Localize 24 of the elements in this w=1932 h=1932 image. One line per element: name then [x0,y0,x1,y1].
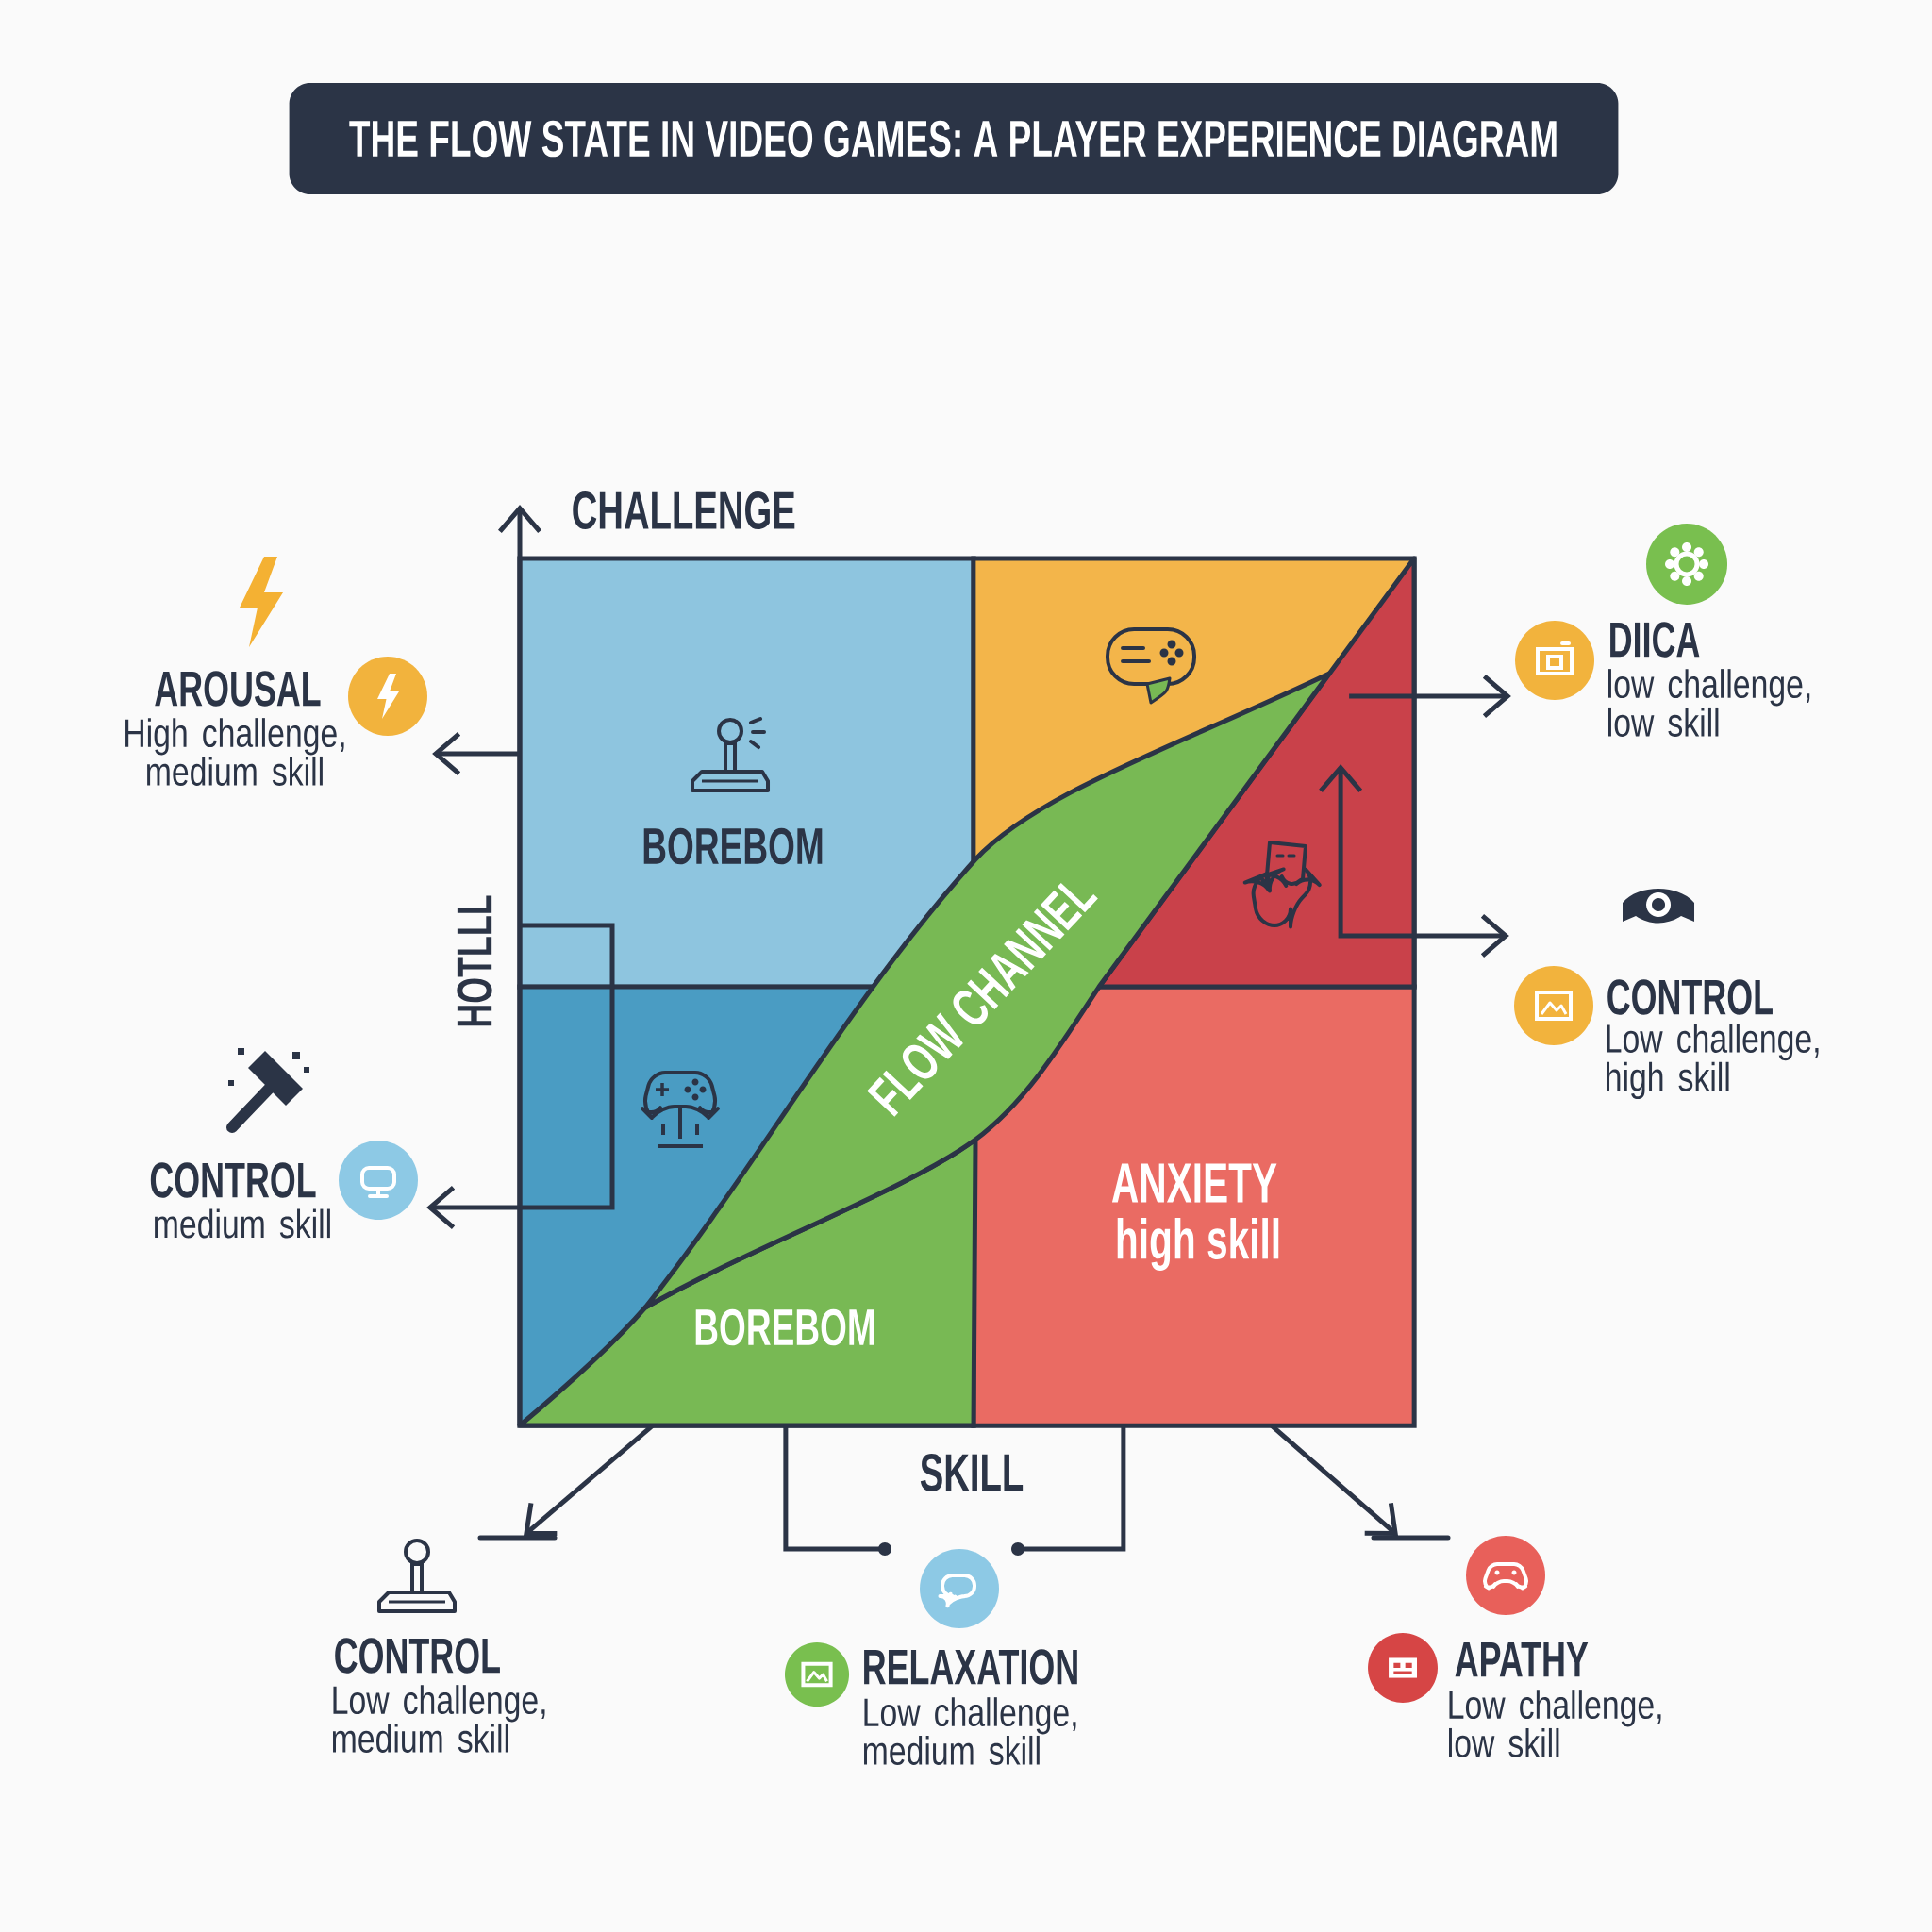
heading: CONTROL [150,1162,316,1198]
arrow [426,1186,520,1229]
description: Low challenge, medium skill [332,1685,545,1753]
heading: APATHY [1455,1641,1589,1677]
title-bar: THE FLOW STATE IN VIDEO GAMES: A PLAYER EXPERIENCE DIAGRAM [289,82,1619,195]
arrow [1349,675,1511,718]
heading: CONTROL [1607,979,1773,1015]
heading: DIICA [1610,622,1700,658]
description: low challenge, low skill [1608,669,1810,737]
description: Low challenge, low skill [1449,1690,1661,1757]
arrow [432,732,520,775]
axis-label: HOTLLL [457,895,492,1026]
heading: RELAXATION [864,1649,1077,1685]
description: Low challenge, high skill [1607,1024,1819,1100]
description: High challenge, medium skill [125,718,344,786]
heading: AROUSAL [155,671,321,707]
connector-line [783,1425,891,1556]
description: Low challenge, medium skill [864,1697,1076,1765]
heading: CONTROL [335,1638,500,1674]
arrow [1319,763,1509,958]
axis-label: SKILL [920,1454,1024,1491]
description: medium skill [155,1208,330,1239]
connector-line [1011,1425,1126,1556]
axis-label: CHALLENGE [573,491,795,529]
